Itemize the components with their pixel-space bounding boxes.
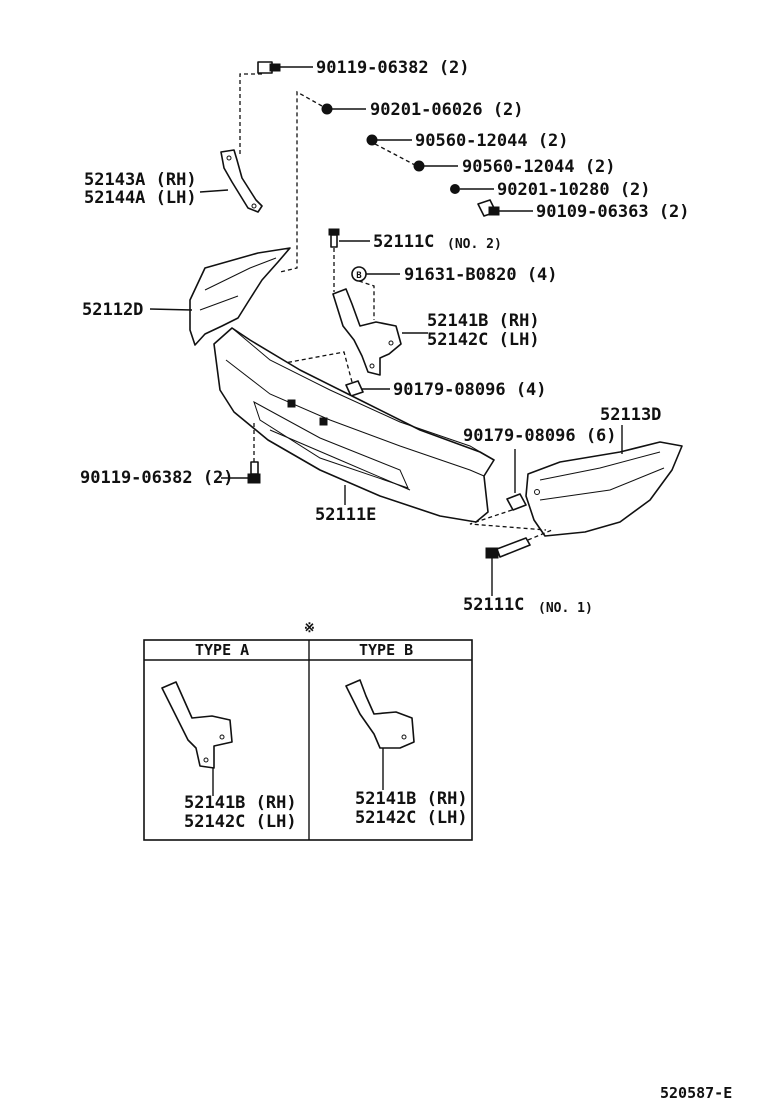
label-nut-4: 90179-08096 (4) [393,380,547,400]
type-a-header: TYPE A [195,641,249,659]
label-bolt-bottom: 90119-06382 (2) [80,468,234,488]
label-left-end: 52112D [82,300,143,320]
circle-b-text: B [356,271,362,281]
label-reinf-rh: 52141B (RH) [427,311,540,331]
label-bracket-lh: 52144A (LH) [84,188,197,208]
type-b-rh-label: 52141B (RH) [355,789,468,809]
label-clip-1: 90201-06026 (2) [370,100,524,120]
nut-icon[interactable] [366,134,378,146]
label-nut-6: 90179-08096 (6) [463,426,617,446]
bolt-top-icon[interactable] [257,61,281,74]
type-b-lh-label: 52142C (LH) [355,808,468,828]
bolt-bottom-icon[interactable] [247,461,261,484]
reinforcement-bracket[interactable] [332,288,402,376]
label-bumper-cover: 52111E [315,505,376,525]
clip-b-icon[interactable]: B [351,266,367,282]
label-screw: 90109-06363 (2) [536,202,690,222]
label-right-end: 52113D [600,405,661,425]
diagram-code: 520587-E [660,1084,732,1102]
type-b-bracket[interactable] [345,679,415,749]
type-detail-table [143,639,473,841]
nut-4-icon[interactable] [345,380,364,397]
nut-6-icon[interactable] [506,493,527,511]
type-b-header: TYPE B [359,641,413,659]
side-bracket[interactable] [220,149,263,213]
label-bolt-no1-suffix: (NO. 1) [538,601,593,616]
washer-icon[interactable] [450,184,460,194]
screw-icon[interactable] [477,199,500,217]
bolt-no1-icon[interactable] [485,537,531,559]
type-a-rh-label: 52141B (RH) [184,793,297,813]
label-bolt-no2-suffix: (NO. 2) [447,237,502,252]
label-nut-2: 90560-12044 (2) [462,157,616,177]
label-reinf-lh: 52142C (LH) [427,330,540,350]
label-bracket-rh: 52143A (RH) [84,170,197,190]
label-washer: 90201-10280 (2) [497,180,651,200]
left-end-cap[interactable] [189,247,291,346]
nut-icon-2[interactable] [413,160,425,172]
type-a-lh-label: 52142C (LH) [184,812,297,832]
bolt-no2-icon[interactable] [328,228,340,248]
label-nut-1: 90560-12044 (2) [415,131,569,151]
label-clip-b: 91631-B0820 (4) [404,265,558,285]
bumper-cover[interactable] [213,327,495,523]
reference-mark: ※ [304,621,315,636]
label-bolt-no2: 52111C [373,232,434,252]
right-end-cap[interactable] [525,441,683,537]
label-bolt-top: 90119-06382 (2) [316,58,470,78]
label-bolt-no1: 52111C [463,595,524,615]
type-a-bracket[interactable] [161,681,233,769]
clip-icon[interactable] [321,103,333,115]
